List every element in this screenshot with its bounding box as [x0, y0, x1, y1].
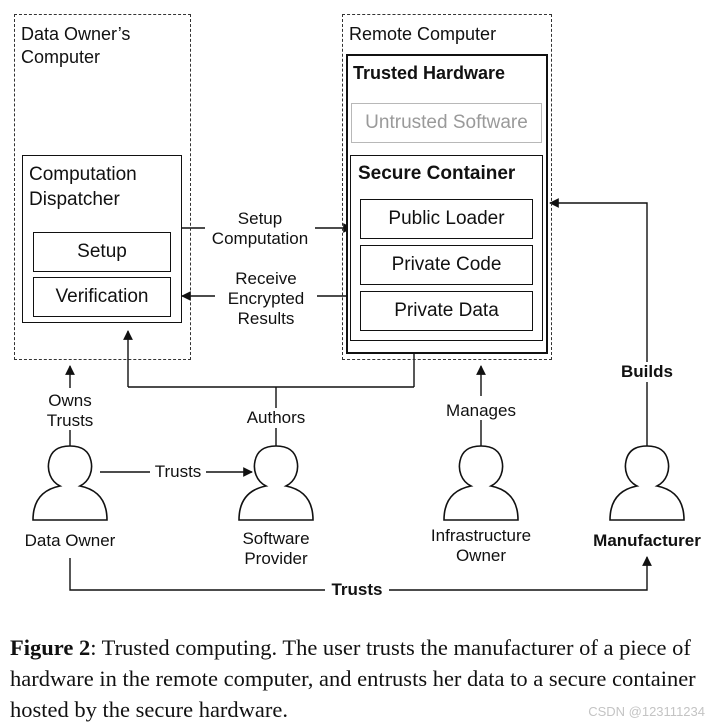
private-code-label: Private Code: [391, 254, 502, 275]
remote-computer-group: Remote Computer: [342, 14, 552, 360]
setup-computation-label: Setup Computation: [205, 209, 315, 249]
untrusted-software-label: Untrusted Software: [365, 112, 528, 133]
setup-label: Setup: [77, 241, 127, 262]
figure-caption: Figure 2: Trusted computing. The user tr…: [10, 632, 714, 725]
receive-line3: Results: [237, 309, 295, 328]
secure-container-label: Secure Container: [358, 163, 516, 184]
edge-trusts-bottom-left: [69, 558, 325, 591]
data-owner-computer-title-line2: Computer: [21, 47, 101, 67]
person-manufacturer-icon: [609, 445, 685, 521]
public-loader-box: Public Loader: [360, 199, 533, 239]
receive-line2: Encrypted: [227, 289, 305, 308]
data-owner-computer-group: Data Owner’s Computer: [14, 14, 191, 360]
authors-label: Authors: [246, 408, 306, 427]
owns-trusts-line2: Trusts: [46, 411, 94, 430]
infra-owner-line2: Owner: [455, 546, 507, 565]
software-provider-line1: Software: [242, 529, 310, 548]
figure-caption-label: Figure 2: [10, 635, 91, 660]
dispatcher-title-line2: Dispatcher: [29, 189, 120, 210]
edge-trusts-bottom-right: [389, 556, 652, 591]
trusts-bottom-label: Trusts: [331, 580, 383, 599]
verification-box: Verification: [33, 277, 171, 317]
infra-owner-line1: Infrastructure: [430, 526, 532, 545]
software-provider-line2: Provider: [244, 549, 308, 568]
private-data-label: Private Data: [394, 300, 499, 321]
private-code-box: Private Code: [360, 245, 533, 285]
public-loader-label: Public Loader: [388, 208, 505, 229]
builds-label: Builds: [612, 362, 682, 382]
owns-trusts-label: Owns Trusts: [35, 391, 105, 431]
private-data-box: Private Data: [360, 291, 533, 331]
figure-caption-text: : Trusted computing. The user trusts the…: [10, 635, 696, 722]
edge-builds: [549, 198, 648, 446]
person-data-owner-icon: [32, 445, 108, 521]
trusts-mid-label: Trusts: [154, 462, 202, 481]
setup-computation-line1: Setup: [237, 209, 283, 228]
owns-label: Owns: [48, 391, 92, 410]
software-provider-label: Software Provider: [221, 529, 331, 569]
trusted-hardware-label: Trusted Hardware: [353, 63, 506, 83]
data-owner-label: Data Owner: [24, 531, 116, 550]
verification-label: Verification: [55, 286, 149, 307]
untrusted-software-box: Untrusted Software: [351, 103, 542, 143]
receive-results-label: Receive Encrypted Results: [215, 269, 317, 329]
person-software-provider-icon: [238, 445, 314, 521]
infra-owner-label: Infrastructure Owner: [416, 526, 546, 566]
dispatcher-title-line1: Computation: [29, 164, 137, 185]
data-owner-computer-title-line1: Data Owner’s: [21, 24, 131, 44]
receive-line1: Receive: [235, 269, 297, 288]
setup-computation-line2: Computation: [211, 229, 309, 248]
watermark: CSDN @123111234: [588, 704, 705, 719]
manages-label: Manages: [446, 401, 516, 420]
setup-box: Setup: [33, 232, 171, 272]
manufacturer-label: Manufacturer: [593, 531, 701, 550]
remote-computer-title: Remote Computer: [349, 24, 497, 44]
person-infra-owner-icon: [443, 445, 519, 521]
